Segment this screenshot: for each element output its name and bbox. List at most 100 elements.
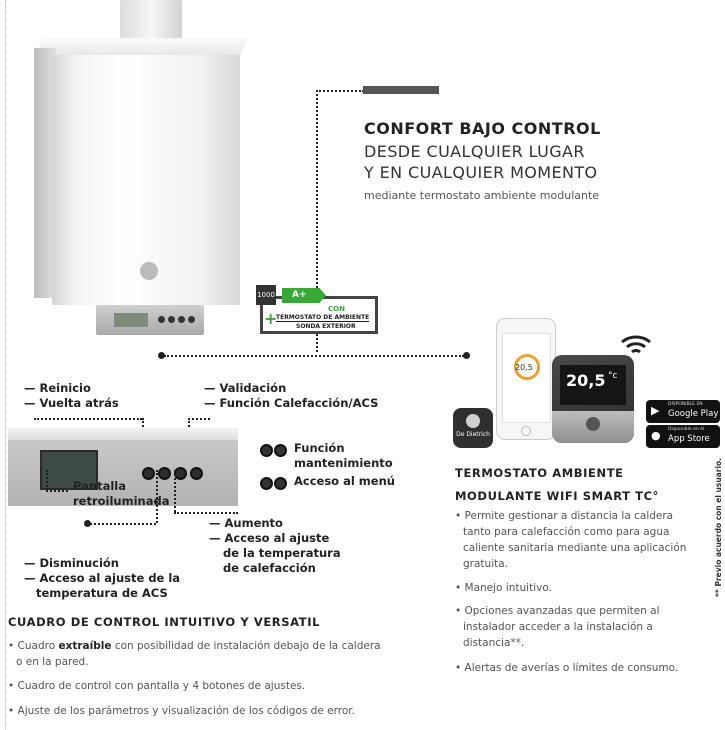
control-button-icon — [142, 467, 155, 480]
label-validacion: — Validación — [204, 381, 287, 395]
temperature-dial-icon — [514, 354, 540, 380]
label-acceso-cal-2: de la temperatura — [223, 546, 341, 560]
thermostat-section-title: TERMOSTATO AMBIENTE MODULANTE WIFI SMART… — [455, 462, 659, 508]
connector-dot — [84, 520, 91, 527]
connector-line — [316, 90, 364, 92]
label-decrease: — Disminución — Acceso al ajuste de la t… — [24, 556, 180, 601]
boiler-mini-icon: 1000 — [256, 285, 276, 305]
energy-label: 1000 A+ CON + TERMOSTATO DE AMBIENTE SON… — [256, 285, 378, 339]
google-play-small: DISPONIBLE EN — [668, 402, 703, 407]
app-store-badge[interactable]: ● Disponible en el App Store — [646, 425, 720, 448]
label-reset-back: — Reinicio — Vuelta atrás — [24, 381, 119, 411]
thermostat-screen — [560, 365, 626, 405]
label-funcion-calefaccion: — Función Calefacción/ACS — [204, 396, 379, 410]
bullet-line: distancia**. — [463, 637, 525, 649]
label-screen: Pantalla retroiluminada — [73, 479, 169, 509]
thermostat-temperature: 20,5 — [566, 371, 606, 390]
thermostat-bullet-2: • Manejo intuitivo. — [455, 582, 552, 594]
connector-line — [174, 512, 238, 514]
app-store-label: App Store — [668, 434, 710, 444]
app-logo-icon — [466, 414, 480, 428]
bullet-line: • Opciones avanzadas que permiten al — [455, 605, 660, 617]
control-section-title: CUADRO DE CONTROL INTUITIVO Y VERSATIL — [8, 615, 321, 629]
connector-dot — [158, 352, 165, 359]
wifi-icon — [621, 335, 651, 354]
boiler-side — [34, 48, 56, 298]
connector-dot — [463, 352, 470, 359]
google-play-label: Google Play — [668, 409, 719, 419]
smartphone-image: 20,5 — [496, 318, 556, 440]
label-validation: — Validación — Función Calefacción/ACS — [204, 381, 378, 411]
boiler-button-icon — [178, 316, 185, 323]
connector-line — [156, 470, 158, 523]
plus-icon: + — [264, 309, 278, 328]
thermostat-bullet-3: • Opciones avanzadas que permiten al ins… — [455, 603, 660, 651]
label-retroiluminada: retroiluminada — [73, 494, 170, 508]
bullet-text: con posibilidad de instalación debajo de… — [111, 640, 381, 652]
google-play-badge[interactable]: ▶ DISPONIBLE EN Google Play — [646, 400, 720, 423]
label-acceso-cal-3: de calefacción — [223, 561, 316, 575]
headline-subtitle: DESDE CUALQUIER LUGAR Y EN CUALQUIER MOM… — [364, 141, 598, 183]
label-acceso-acs-1: — Acceso al ajuste de la — [24, 571, 181, 585]
label-aumento: — Aumento — [209, 516, 283, 530]
thermostat-bullet-1: • Permite gestionar a distancia la calde… — [455, 508, 686, 572]
menu-buttons-icon — [260, 475, 290, 491]
label-pantalla: Pantalla — [73, 479, 126, 493]
label-funcion: Función — [294, 441, 345, 455]
boiler-button-icon — [168, 316, 175, 323]
bullet-text-line-2: o en la pared. — [16, 656, 89, 668]
connector-line — [316, 90, 318, 352]
app-name: De Dietrich — [456, 431, 490, 438]
connector-line — [188, 418, 210, 420]
label-vuelta-atras: — Vuelta atrás — [24, 396, 119, 410]
label-mantenimiento: mantenimiento — [294, 456, 393, 470]
bullet-line: • Permite gestionar a distancia la calde… — [455, 510, 674, 522]
energy-grade-badge: A+ — [282, 288, 326, 303]
de-dietrich-app-icon: De Dietrich — [453, 408, 493, 448]
label-acceso-cal-1: — Acceso al ajuste — [209, 531, 330, 545]
connector-line — [164, 355, 464, 357]
connector-line — [46, 490, 68, 492]
thermostat-logo-icon — [586, 417, 600, 431]
phone-temperature: 20,5 — [515, 363, 533, 372]
energy-line-2: SONDA EXTERIOR — [296, 323, 356, 330]
control-bullet-1: • Cuadro extraíble con posibilidad de in… — [8, 638, 381, 670]
bullet-line: caliente sanitaria mediante una aplicaci… — [463, 542, 687, 554]
boiler-button-icon — [188, 316, 195, 323]
app-store-small: Disponible en el — [668, 427, 705, 432]
bullet-line: instalador acceder a la instalación a — [463, 621, 653, 633]
home-button-icon — [521, 426, 531, 436]
control-button-icon — [190, 467, 203, 480]
play-store-icon: ▶ — [651, 404, 660, 417]
control-panel-top — [8, 428, 238, 442]
boiler-flue — [120, 0, 182, 40]
bullet-line: gratuita. — [463, 558, 508, 570]
label-menu: Acceso al menú — [294, 474, 395, 488]
boiler-image — [28, 0, 253, 340]
boiler-logo-icon — [140, 262, 158, 280]
headline-bar — [363, 86, 439, 94]
energy-con-label: CON — [328, 305, 345, 313]
footnote-text: ** Previo acuerdo con el usuario. — [714, 457, 723, 597]
thermostat-image: 20,5 °c — [552, 355, 634, 443]
bullet-bold-text: extraíble — [58, 640, 112, 652]
control-bullet-2: • Cuadro de control con pantalla y 4 bot… — [8, 680, 306, 692]
bullet-line: tanto para calefacción como para agua — [463, 526, 670, 538]
thermostat-bullet-4: • Alertas de averías o límites de consum… — [455, 662, 679, 674]
label-acceso-acs-2: temperatura de ACS — [36, 586, 168, 600]
headline-caption: mediante termostato ambiente modulante — [364, 189, 600, 202]
energy-line-1: TERMOSTATO DE AMBIENTE — [276, 314, 370, 322]
headline-title: CONFORT BAJO CONTROL — [364, 119, 601, 138]
label-disminucion: — Disminución — [24, 556, 119, 570]
thermostat-unit: °c — [608, 371, 618, 381]
label-increase: — Aumento — Acceso al ajuste de la tempe… — [209, 516, 341, 576]
headline-line-3: Y EN CUALQUIER MOMENTO — [364, 163, 598, 182]
boiler-button-icon — [158, 316, 165, 323]
headline-line-2: DESDE CUALQUIER LUGAR — [364, 142, 585, 161]
phone-screen: 20,5 — [502, 333, 551, 423]
footnote: ** Previo acuerdo con el usuario. — [714, 458, 725, 597]
thermostat-title-line-1: TERMOSTATO AMBIENTE — [455, 466, 624, 480]
thermostat-title-line-2: MODULANTE WIFI SMART TC° — [455, 489, 660, 503]
boiler-display — [114, 313, 148, 327]
connector-line — [90, 523, 156, 525]
